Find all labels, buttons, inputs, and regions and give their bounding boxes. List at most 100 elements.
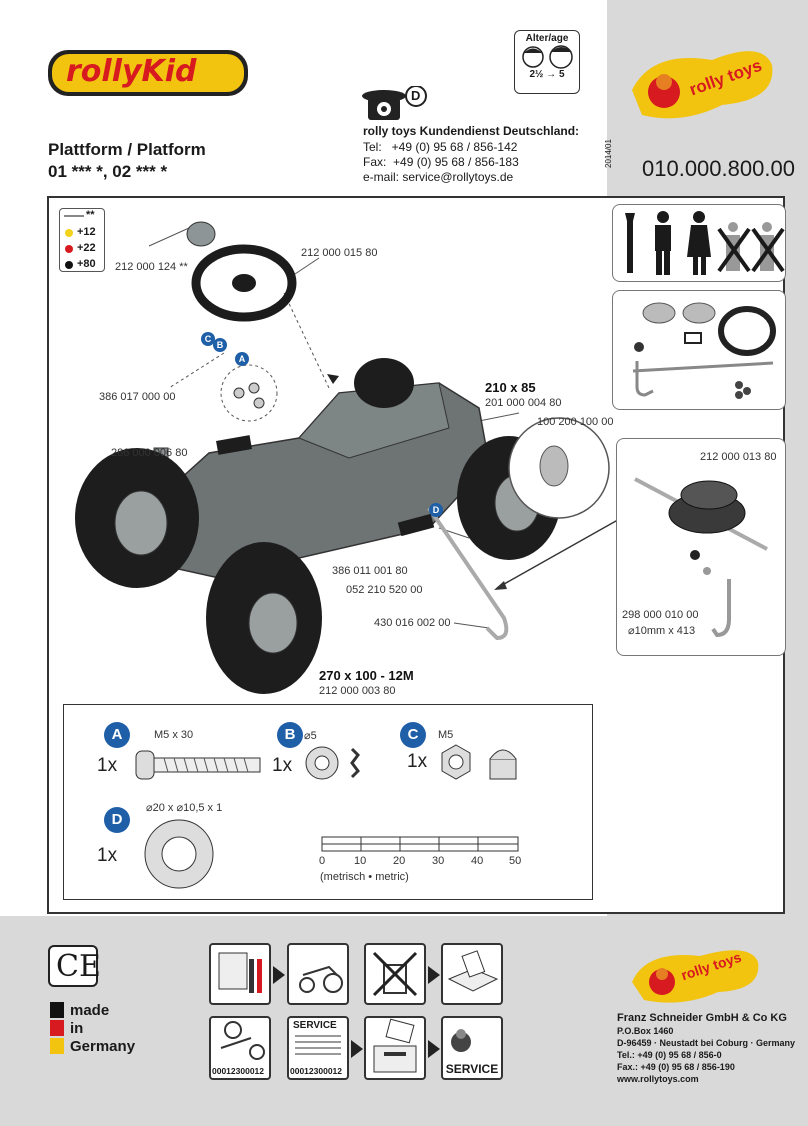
legend-label-yellow: +12 bbox=[77, 226, 96, 238]
hardware-qty-d: 1x bbox=[97, 845, 118, 866]
ruler-tick-50: 50 bbox=[509, 855, 522, 867]
product-title: Plattform / Platform bbox=[48, 140, 206, 159]
hardware-qty-a: 1x bbox=[97, 755, 118, 776]
metric-ruler bbox=[321, 836, 519, 852]
service-code-1: 00012300012 bbox=[212, 1066, 265, 1076]
label-seat: 286 000 006 80 bbox=[111, 447, 188, 459]
rolly-service-icon: SERVICE bbox=[441, 1016, 503, 1080]
ruler-tick-40: 40 bbox=[471, 855, 484, 867]
hardware-letter-c: C bbox=[400, 722, 426, 748]
legend-dot-black bbox=[65, 261, 73, 269]
wrench-icon bbox=[621, 209, 639, 275]
phone-icon: D bbox=[360, 85, 428, 122]
legend-arrow-label: ** bbox=[86, 209, 95, 221]
hardware-label-b: ⌀5 bbox=[304, 730, 317, 742]
arrow-icon bbox=[428, 1040, 440, 1058]
hardware-label-c: M5 bbox=[438, 729, 454, 741]
mailbox-icon bbox=[364, 1016, 426, 1080]
rolly-toys-logo-top: rolly toys bbox=[622, 30, 782, 130]
manual-tools-icon bbox=[209, 943, 271, 1005]
article-number: 010.000.800.00 bbox=[642, 156, 795, 181]
label-front-wheel-size: 270 x 100 - 12M bbox=[319, 668, 414, 683]
ruler-tick-30: 30 bbox=[432, 855, 445, 867]
ruler-tick-10: 10 bbox=[354, 855, 367, 867]
clamp-detail-panel: 212 000 013 80 298 000 010 00 ⌀10mm x 41… bbox=[616, 438, 786, 656]
hardware-label-a: M5 x 30 bbox=[154, 729, 194, 741]
arrow-icon bbox=[351, 1040, 363, 1058]
washer-icon bbox=[305, 746, 360, 780]
age-label: Alter/age bbox=[525, 33, 569, 44]
ride-on-icon bbox=[287, 943, 349, 1005]
service-form-icon: SERVICE 00012300012 bbox=[287, 1016, 349, 1080]
ce-mark-text: CE bbox=[56, 949, 101, 984]
label-pedal: 386 011 001 80 bbox=[332, 565, 408, 577]
ruler-tick-0: 0 bbox=[319, 855, 326, 867]
legend: ** +12 +22 +80 bbox=[59, 208, 105, 272]
address-website[interactable]: www.rollytoys.com bbox=[617, 1074, 699, 1084]
flag-yellow bbox=[50, 1038, 64, 1054]
made-text: made bbox=[70, 1002, 110, 1019]
rolly-toys-logo-bottom: rolly toys bbox=[626, 938, 766, 1008]
address-fax: Fax.: +49 (0) 95 68 / 856-190 bbox=[617, 1062, 735, 1072]
arrow-icon bbox=[273, 966, 285, 984]
hardware-qty-c: 1x bbox=[407, 751, 428, 772]
ruler-tick-20: 20 bbox=[393, 855, 406, 867]
service-form-label: SERVICE bbox=[293, 1020, 337, 1031]
marker-a: A bbox=[235, 352, 249, 366]
marker-b: B bbox=[213, 338, 227, 352]
service-email[interactable]: e-mail: service@rollytoys.de bbox=[363, 170, 514, 184]
packaging-icon bbox=[441, 943, 503, 1005]
parts-overview-panel bbox=[612, 290, 786, 410]
marker-d: D bbox=[429, 503, 443, 517]
ce-mark: CE bbox=[48, 945, 101, 987]
large-washer-icon bbox=[144, 819, 214, 889]
hardware-label-d: ⌀20 x ⌀10,5 x 1 bbox=[146, 802, 223, 814]
label-front-wheel: 212 000 003 80 bbox=[319, 685, 396, 697]
date-code: 2014/01 bbox=[604, 139, 613, 168]
label-rod: 430 016 002 00 bbox=[374, 617, 451, 629]
flag-black bbox=[50, 1002, 64, 1018]
hardware-letter-a: A bbox=[104, 722, 130, 748]
no-disposal-icon bbox=[364, 943, 426, 1005]
age-range: 2½ → 5 bbox=[529, 69, 565, 80]
hardware-qty-b: 1x bbox=[272, 755, 293, 776]
logo-text: rollyKid bbox=[66, 54, 197, 89]
service-tel: Tel: +49 (0) 95 68 / 856-142 bbox=[363, 140, 518, 154]
hardware-letter-b: B bbox=[277, 722, 303, 748]
address-city: D-96459 · Neustadt bei Coburg · Germany bbox=[617, 1038, 796, 1048]
label-rear-wheel: 201 000 004 80 bbox=[485, 397, 562, 409]
marker-c: C bbox=[201, 332, 215, 346]
rollykid-logo: rollyKid bbox=[44, 36, 256, 100]
germany-text: Germany bbox=[70, 1038, 136, 1055]
label-rear-wheel-size: 210 x 85 bbox=[485, 380, 536, 395]
children-faces-icon bbox=[522, 45, 573, 69]
legend-label-black: +80 bbox=[77, 258, 96, 270]
hardware-letter-d: D bbox=[104, 807, 130, 833]
variant-line: 01 *** *, 02 *** * bbox=[48, 162, 168, 181]
legend-label-red: +22 bbox=[77, 242, 96, 254]
label-washers: 386 017 000 00 bbox=[99, 391, 176, 403]
label-clamp: 212 000 013 80 bbox=[700, 451, 777, 463]
ruler-caption: (metrisch • metric) bbox=[320, 871, 409, 883]
label-hub-cap: 100 200 100 00 bbox=[537, 416, 614, 428]
address-tel: Tel.: +49 (0) 95 68 / 856-0 bbox=[617, 1050, 722, 1060]
service-fax: Fax: +49 (0) 95 68 / 856-183 bbox=[363, 155, 519, 169]
nut-icon bbox=[441, 744, 517, 780]
arrow-icon bbox=[428, 966, 440, 984]
tractor-illustration bbox=[75, 221, 640, 694]
legend-dot-yellow bbox=[65, 229, 73, 237]
label-bolt: 298 000 010 00 bbox=[622, 609, 699, 621]
label-steering-wheel: 212 000 015 80 bbox=[301, 247, 378, 259]
legend-arrow-icon bbox=[64, 215, 84, 217]
label-bolt-size: ⌀10mm x 413 bbox=[628, 625, 696, 637]
screw-icon bbox=[135, 750, 261, 780]
age-box: Alter/age 2½ → 5 bbox=[514, 30, 580, 94]
label-horn: 212 000 124 ** bbox=[115, 261, 188, 273]
service-badge: SERVICE bbox=[445, 1062, 499, 1076]
company-name: Franz Schneider GmbH & Co KG bbox=[617, 1012, 787, 1024]
label-pedal-nut: 052 210 520 00 bbox=[346, 584, 423, 596]
service-title: rolly toys Kundendienst Deutschland: bbox=[363, 124, 580, 138]
hardware-panel: A M5 x 30 1x B ⌀5 1x C M5 1x D ⌀20 x ⌀10… bbox=[63, 704, 593, 900]
in-text: in bbox=[70, 1020, 84, 1037]
service-code-2: 00012300012 bbox=[290, 1066, 343, 1076]
